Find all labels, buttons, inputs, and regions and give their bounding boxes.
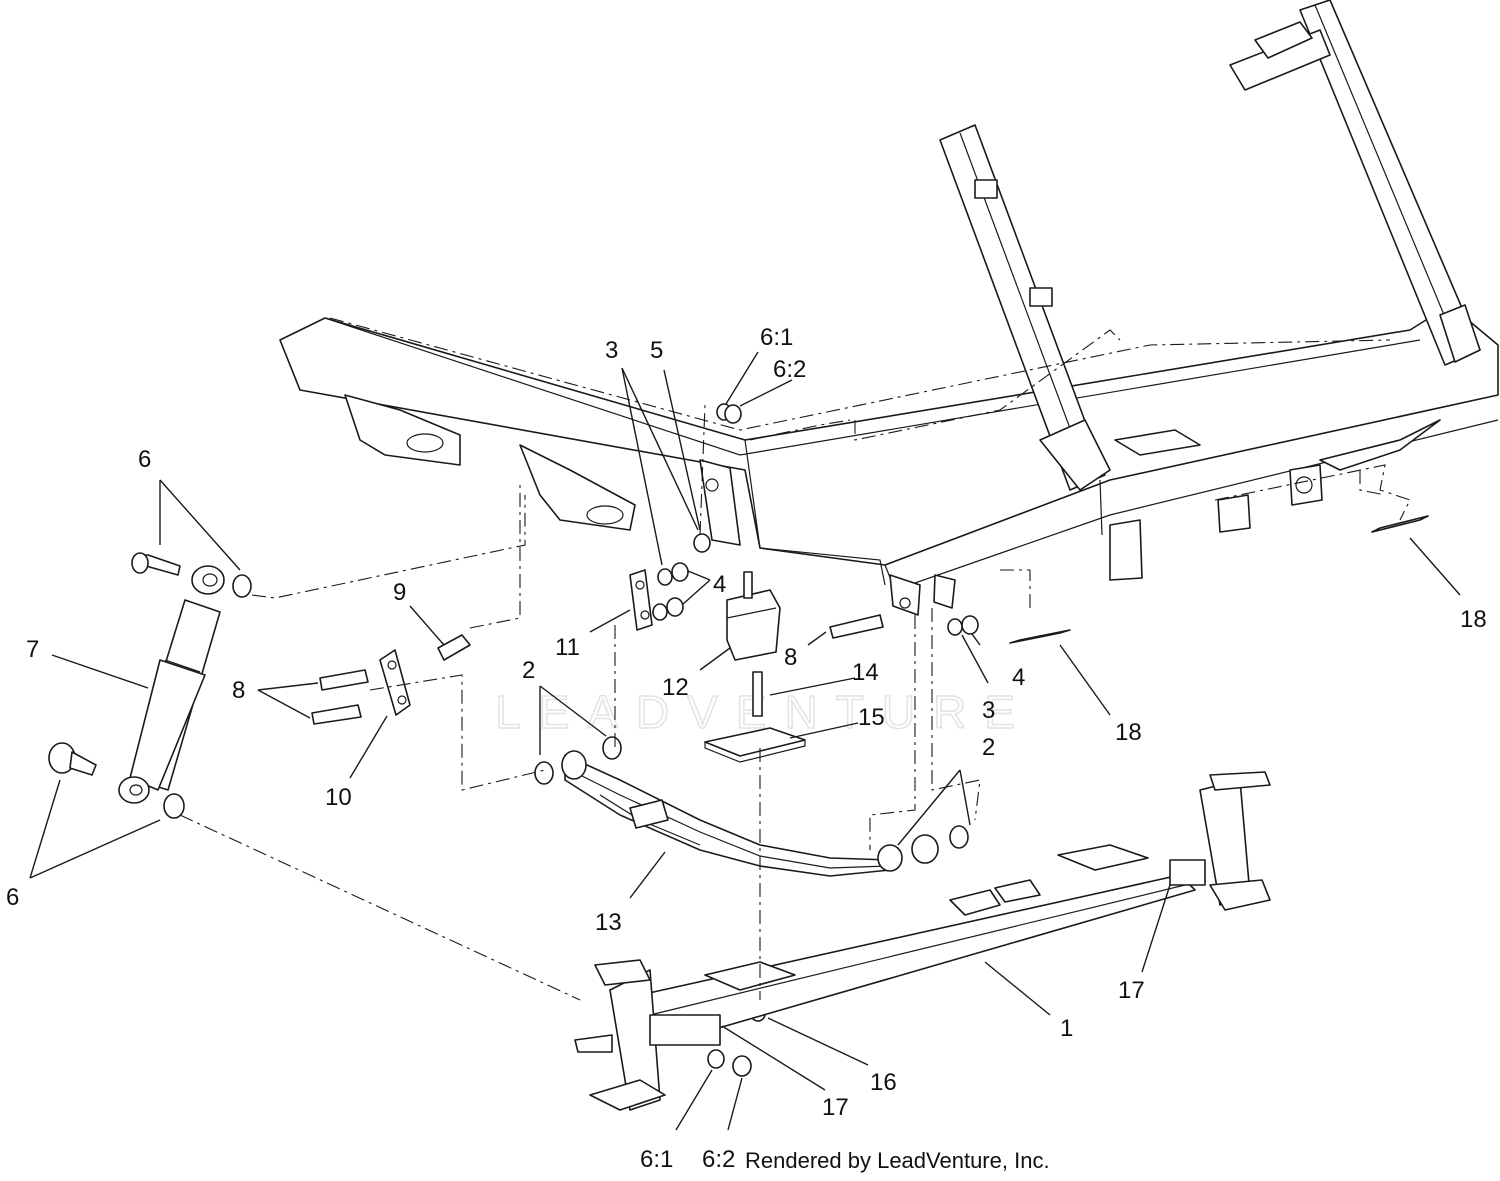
callout-8-left: 8 — [232, 677, 245, 704]
callout-6-1-bottom: 6:1 — [640, 1146, 673, 1173]
render-credit: Rendered by LeadVenture, Inc. — [745, 1148, 1050, 1173]
callout-16: 16 — [870, 1069, 897, 1096]
alignment-lines — [179, 404, 1386, 1001]
frame-hidden-lines — [329, 317, 1411, 521]
callout-5: 5 — [650, 337, 663, 364]
callout-15: 15 — [858, 704, 885, 731]
item-18-pads — [1009, 515, 1429, 644]
callout-3-upper: 3 — [605, 337, 618, 364]
callout-1: 1 — [1060, 1015, 1073, 1042]
callout-6-2-bottom: 6:2 — [702, 1146, 735, 1173]
leader-lines — [29, 351, 1461, 1131]
callout-2-left: 2 — [522, 657, 535, 684]
callout-6-upper: 6 — [138, 446, 151, 473]
callout-4-right: 4 — [1012, 664, 1025, 691]
callout-6-lower: 6 — [6, 884, 19, 911]
hardware — [48, 403, 979, 1077]
rops-posts — [939, 0, 1481, 491]
callout-17-bottom: 17 — [822, 1094, 849, 1121]
callout-labels: 1 2 2 3 3 4 4 5 6 6 6:1 6:2 6:1 6:2 7 8 … — [6, 324, 1487, 1173]
callout-8-right: 8 — [784, 644, 797, 671]
main-frame — [279, 304, 1499, 616]
callout-9: 9 — [393, 579, 406, 606]
callout-18-middle: 18 — [1115, 719, 1142, 746]
callout-6-2-top: 6:2 — [773, 356, 806, 383]
axle — [574, 771, 1271, 1111]
callout-4-upper: 4 — [713, 571, 726, 598]
callout-12: 12 — [662, 674, 689, 701]
callout-17-right: 17 — [1118, 977, 1145, 1004]
leaf-spring — [534, 736, 969, 877]
callout-2-right: 2 — [982, 734, 995, 761]
callout-11: 11 — [555, 634, 580, 661]
callout-10: 10 — [325, 784, 352, 811]
callout-7: 7 — [26, 636, 39, 663]
callout-13: 13 — [595, 909, 622, 936]
callout-6-1-top: 6:1 — [760, 324, 793, 351]
shock-absorber — [118, 565, 225, 804]
callout-18-right: 18 — [1460, 606, 1487, 633]
callout-3-right: 3 — [982, 697, 995, 724]
callout-14: 14 — [852, 659, 879, 686]
